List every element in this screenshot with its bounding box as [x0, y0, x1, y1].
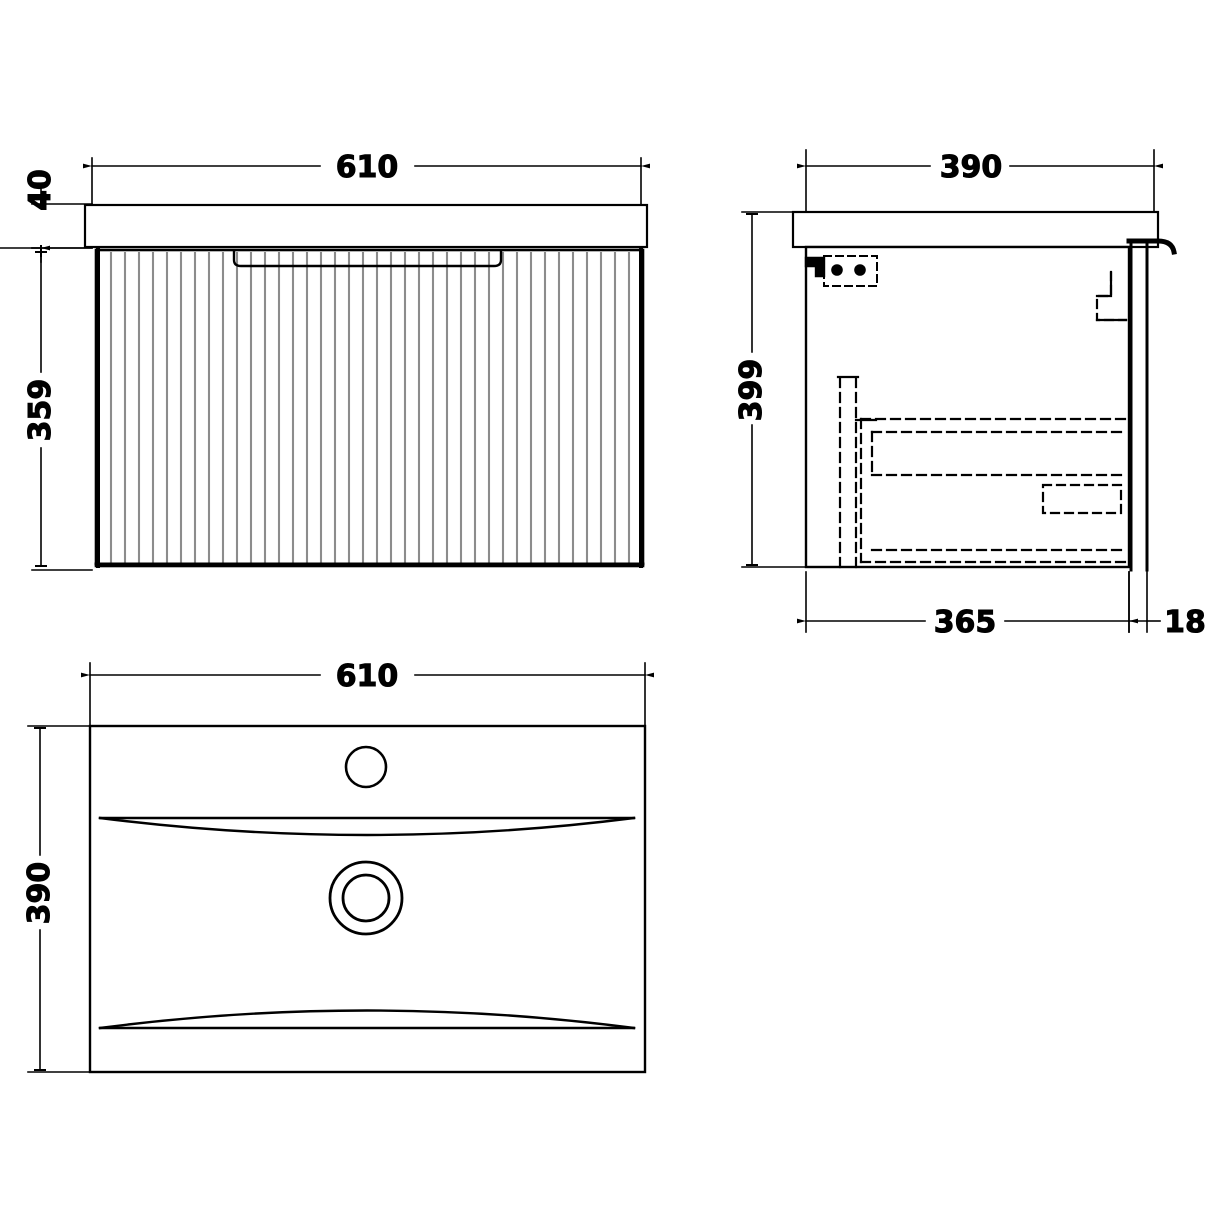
side-depth-label: 390 [940, 150, 1003, 185]
front-cabinet-height-label: 359 [23, 379, 58, 442]
basin-plan-view: 610 390 [22, 659, 654, 1074]
side-carcass-label: 365 [934, 605, 997, 640]
side-section-view: 390 399 365 [734, 149, 1206, 641]
recessed-handle-slot [232, 249, 503, 268]
bracket-hole-left [831, 264, 843, 276]
basin-outline [88, 724, 647, 1074]
bowl-front-curve [98, 1009, 636, 1030]
front-elevation-view: 610 40 [0, 150, 650, 571]
plan-width-label: 610 [336, 659, 399, 694]
basin-front-lip [1126, 238, 1177, 255]
wall-mount-bracket [804, 255, 878, 287]
drawer-box-solid-edges [836, 375, 878, 422]
dimension-plan-width [81, 662, 654, 731]
side-thickness-label: 18 [1164, 605, 1206, 640]
front-cabinet-body [94, 248, 645, 568]
side-cabinet-carcass [804, 245, 1131, 569]
drawer-latch-block [1041, 483, 1123, 515]
front-width-label: 610 [336, 150, 399, 185]
drain-inner-ring [341, 873, 391, 923]
dimension-side-thickness [1128, 571, 1161, 633]
bracket-hole-right [854, 264, 866, 276]
dimension-plan-depth [27, 725, 91, 1073]
tap-hole [344, 745, 388, 789]
drawer-box-hidden [838, 376, 1127, 572]
waste-drain-hole [328, 860, 404, 936]
side-right-bracket-solid [1095, 271, 1128, 322]
dimension-cabinet-height [0, 245, 93, 571]
drain-outer-ring [328, 860, 404, 936]
front-worktop-height-label: 40 [23, 169, 58, 211]
side-height-label: 399 [734, 359, 769, 422]
fluted-drawer-front [109, 252, 631, 564]
dimension-side-depth [797, 149, 1163, 223]
plan-depth-label: 390 [22, 862, 57, 925]
bowl-rear-curve [98, 816, 636, 837]
front-worktop-slab [83, 203, 649, 249]
side-worktop-slab [791, 210, 1160, 249]
